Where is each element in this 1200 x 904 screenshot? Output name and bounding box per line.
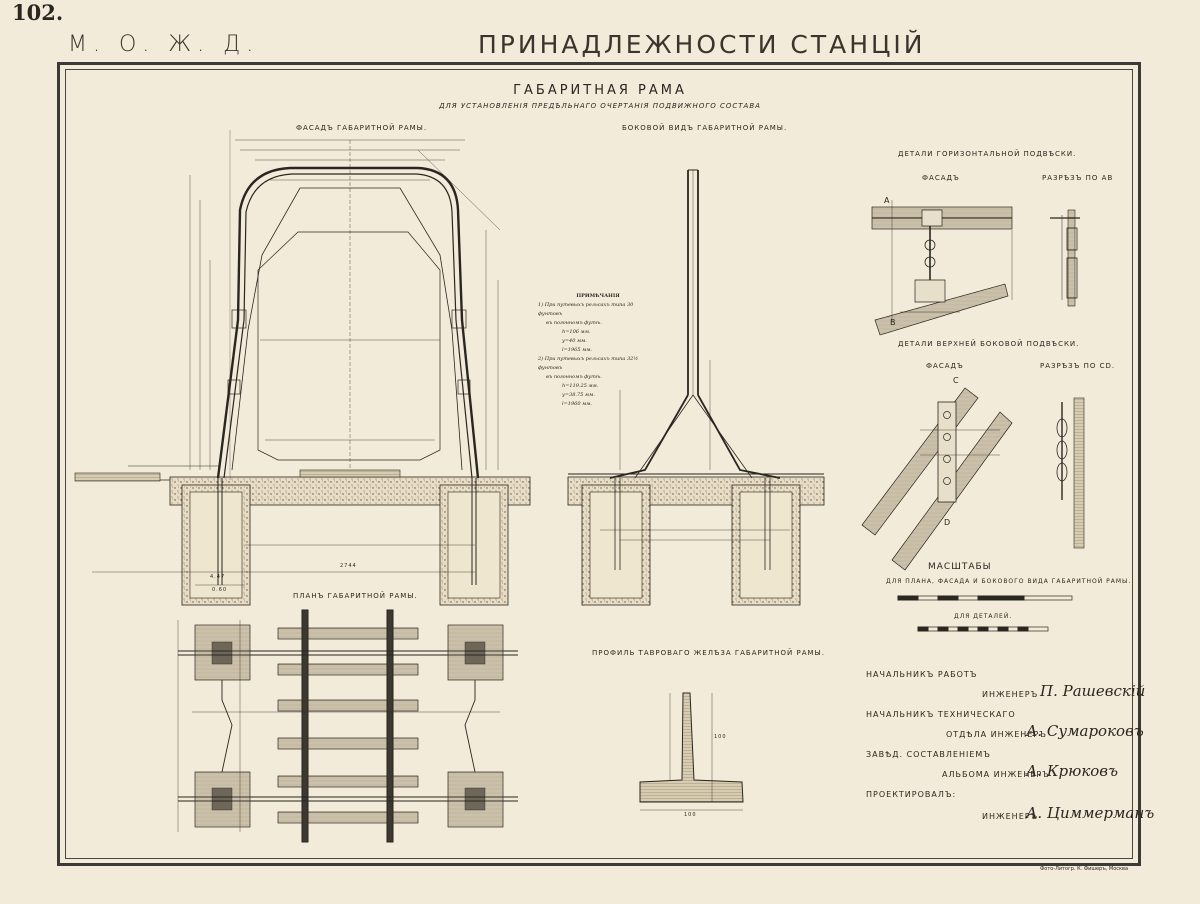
printer-imprint: Фото-Литогр. К. Фишеръ, Москва — [1040, 866, 1129, 872]
facade-caption: ФАСАДЪ ГАБАРИТНОЙ РАМЫ. — [296, 124, 428, 132]
profile-caption: ПРОФИЛЬ ТАВРОВАГО ЖЕЛѢЗА ГАБАРИТНОЙ РАМЫ… — [592, 649, 825, 657]
facade-small-caption-1: ФАСАДЪ — [922, 174, 960, 182]
letter-b: B — [890, 318, 897, 327]
letter-d: D — [944, 518, 952, 527]
dim-base: 0.60 — [212, 587, 228, 593]
dim-profile-width: 100 — [684, 812, 697, 818]
railway-abbreviation: М. О. Ж. Д. — [68, 32, 260, 57]
signature-2-role: НАЧАЛЬНИКЪ ТЕХНИЧЕСКАГО — [866, 710, 1016, 719]
side-view — [567, 169, 825, 606]
letter-a: A — [884, 196, 891, 205]
note-line: въ погонномъ футѣ. — [546, 320, 602, 326]
section-cd-caption: РАЗРѢЗЪ ПО CD. — [1040, 362, 1116, 370]
signature-3-name: А. Крюковъ — [1026, 762, 1119, 780]
signature-2-title: ОТДѢЛА ИНЖЕНЕРЪ — [946, 730, 1047, 739]
note-line: h=119.25 мм. — [562, 383, 599, 389]
notes-block: ПРИМѢЧАНIЯ 1) При путевыхъ рельсахъ типа… — [538, 292, 658, 409]
scale-bars — [897, 595, 1073, 632]
outer-frame — [57, 62, 1141, 866]
dim-track-width: 2744 — [340, 563, 357, 569]
sheet-subtitle: ДЛЯ УСТАНОВЛЕНIЯ ПРЕДѢЛЬНАГО ОЧЕРТАНIЯ П… — [439, 102, 761, 110]
signature-4-role: ПРОЕКТИРОВАЛЪ: — [866, 790, 957, 799]
note-line: h=106 мм. — [562, 329, 591, 335]
dim-left-offset: 4.47 — [210, 574, 226, 580]
signature-4-title: ИНЖЕНЕРЪ — [982, 812, 1039, 821]
horizontal-hanger-detail — [871, 200, 1080, 336]
sheet-title: ГАБАРИТНАЯ РАМА — [513, 83, 687, 98]
note-line: 2) При путевыхъ рельсахъ типа 32½ фунтов… — [538, 356, 639, 371]
signature-3-role: ЗАВѢД. СОСТАВЛЕНIЕМЪ — [866, 750, 991, 759]
horizontal-details-caption: ДЕТАЛИ ГОРИЗОНТАЛЬНОЙ ПОДВѢСКИ. — [898, 150, 1077, 158]
note-line: y=40 мм. — [562, 338, 587, 344]
facade-small-caption-2: ФАСАДЪ — [926, 362, 964, 370]
scales-title: МАСШТАБЫ — [928, 562, 992, 572]
notes-heading: ПРИМѢЧАНIЯ — [576, 293, 620, 299]
upper-hanger-detail — [861, 387, 1085, 571]
note-line: l=1965 мм. — [562, 347, 592, 353]
letter-c: C — [953, 376, 960, 385]
plan-view — [177, 609, 518, 843]
side-view-caption: БОКОВОЙ ВИДЪ ГАБАРИТНОЙ РАМЫ. — [622, 124, 788, 132]
facade-view — [74, 130, 531, 606]
note-line: l=1960 мм. — [562, 401, 592, 407]
plan-caption: ПЛАНЪ ГАБАРИТНОЙ РАМЫ. — [293, 592, 418, 600]
signature-2-name: А. Сумароковъ — [1026, 722, 1144, 740]
section-ab-caption: РАЗРѢЗЪ ПО АВ — [1042, 174, 1114, 182]
t-profile — [639, 692, 744, 811]
upper-details-caption: ДЕТАЛИ ВЕРХНЕЙ БОКОВОЙ ПОДВѢСКИ. — [898, 340, 1080, 348]
signature-1-name: П. Рашевскiй — [1040, 682, 1146, 700]
signature-1-role: НАЧАЛЬНИКЪ РАБОТЪ — [866, 670, 978, 679]
dim-profile-height: 100 — [714, 734, 727, 740]
page-number: 102. — [12, 0, 64, 25]
note-line: 1) При путевыхъ рельсахъ типа 30 фунтовъ — [538, 302, 634, 317]
signature-3-title: АЛЬБОМА ИНЖЕНЕРЪ — [942, 770, 1050, 779]
inner-frame — [65, 69, 1133, 859]
scales-main-caption: ДЛЯ ПЛАНА, ФАСАДА И БОКОВОГО ВИДА ГАБАРИ… — [886, 578, 1132, 585]
signature-1-title: ИНЖЕНЕРЪ — [982, 690, 1039, 699]
scales-details-caption: ДЛЯ ДЕТАЛЕЙ. — [954, 613, 1013, 620]
note-line: y=38.75 мм. — [562, 392, 595, 398]
section-title: ПРИНАДЛЕЖНОСТИ СТАНЦIЙ — [478, 30, 926, 59]
note-line: въ погонномъ футѣ. — [546, 374, 602, 380]
signature-4-name: А. Циммерманъ — [1026, 804, 1155, 822]
